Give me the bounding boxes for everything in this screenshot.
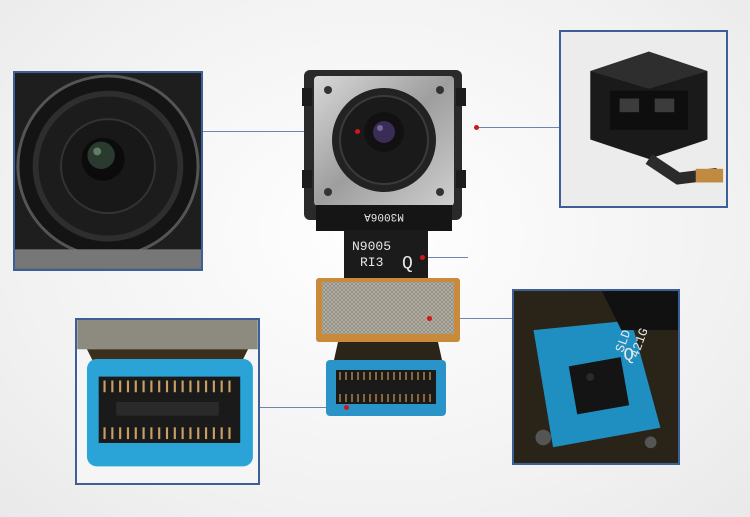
marker-dot-lens xyxy=(355,129,360,134)
chip-closeup-image: SLD 421G Q xyxy=(514,291,678,463)
connector-closeup-image xyxy=(77,320,258,483)
module-side-closeup-image xyxy=(561,32,726,206)
marker-dot-shield xyxy=(427,316,432,321)
flex-back-print: M3006A xyxy=(364,210,404,222)
side-detail-frame xyxy=(559,30,728,208)
flex-bottom-print: RI3 xyxy=(360,255,383,270)
chip-detail-frame: SLD 421G Q xyxy=(512,289,680,465)
leader-line-connector xyxy=(260,407,346,408)
lens-detail-frame xyxy=(13,71,203,271)
chip-print-line1: SLD xyxy=(612,328,634,355)
marker-dot-side xyxy=(474,125,479,130)
leader-line-lens xyxy=(203,131,357,132)
camera-module-image: M3006A N9005 RI3 Q xyxy=(302,70,466,416)
flex-top-print: N9005 xyxy=(352,239,391,254)
leader-line-chip xyxy=(430,318,512,319)
flex-symbol: Q xyxy=(402,254,413,274)
leader-line-flex xyxy=(422,257,468,258)
lens-closeup-image xyxy=(15,73,201,269)
marker-dot-flex xyxy=(420,255,425,260)
leader-line-side xyxy=(478,127,559,128)
chip-symbol: Q xyxy=(623,345,634,365)
marker-dot-connector xyxy=(344,405,349,410)
connector-detail-frame xyxy=(75,318,260,485)
